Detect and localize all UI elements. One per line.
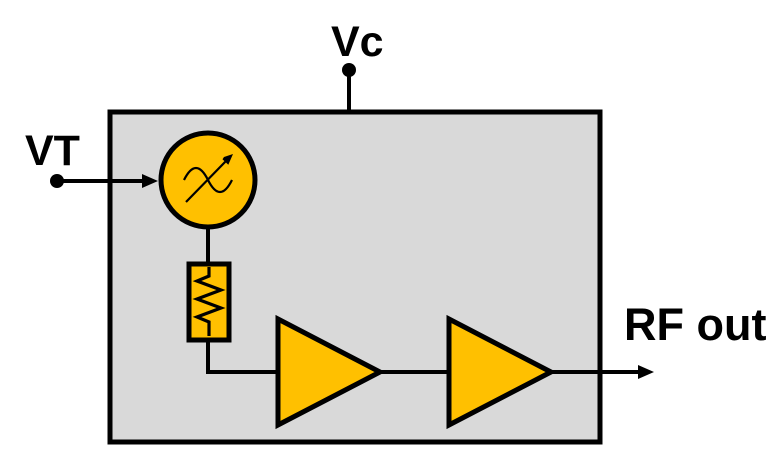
amplifier-2-icon (446, 314, 557, 430)
vc-label: Vc (331, 18, 384, 66)
vt-terminal-dot (50, 174, 64, 188)
variable-arrowhead-icon (222, 154, 233, 165)
variable-arrow-icon (185, 160, 227, 203)
vt-label: VT (25, 127, 80, 175)
vt-arrowhead-icon (142, 174, 158, 188)
rf-out-arrowhead-icon (638, 365, 654, 379)
rf-out-label: RF out (624, 299, 767, 350)
resistor-to-amp-wire (206, 338, 280, 374)
amplifier-1-icon (275, 314, 386, 430)
resistor-zigzag-path (192, 267, 226, 336)
vc-terminal-dot (342, 63, 356, 77)
